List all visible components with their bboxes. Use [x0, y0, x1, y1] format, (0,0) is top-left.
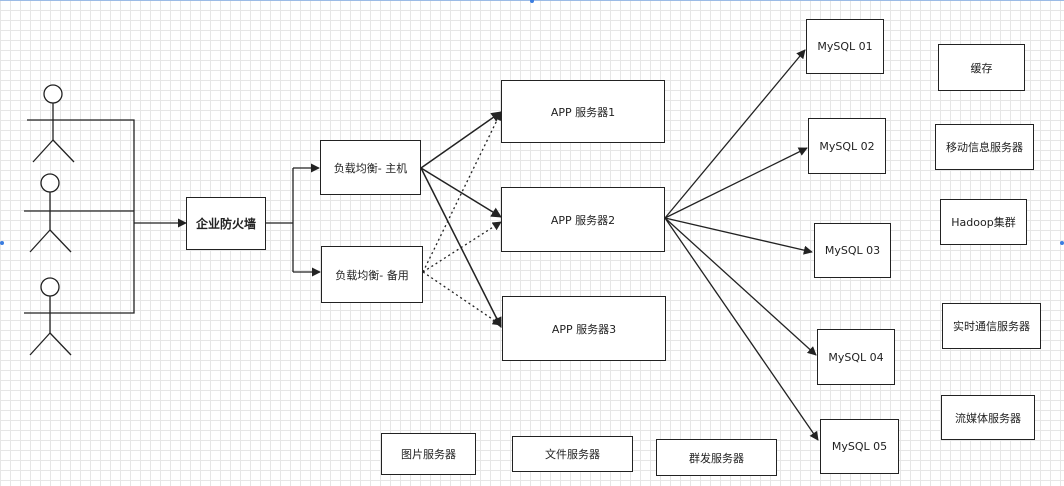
app-server-1-label: APP 服务器1 — [550, 105, 616, 119]
user-actor-2[interactable] — [24, 173, 76, 253]
file-server-label: 文件服务器 — [545, 448, 600, 461]
lb-backup-label: 负载均衡- 备用 — [335, 268, 409, 282]
lb-master-label: 负载均衡- 主机 — [333, 161, 408, 175]
resize-handle-top[interactable] — [530, 0, 534, 3]
mass-mail-label: 群发服务器 — [689, 451, 744, 465]
app-server-2[interactable]: APP 服务器2 — [501, 187, 665, 252]
image-server-label: 图片服务器 — [401, 448, 456, 461]
load-balancer-backup[interactable]: 负载均衡- 备用 — [321, 246, 423, 303]
firewall-lb-connectors — [266, 163, 321, 277]
firewall-label: 企业防火墙 — [195, 217, 256, 231]
mysql-04[interactable]: MySQL 04 — [817, 329, 895, 385]
realtime-comm-server[interactable]: 实时通信服务器 — [942, 303, 1041, 349]
resize-handle-right[interactable] — [1060, 241, 1064, 245]
streaming-media-label: 流媒体服务器 — [955, 411, 1021, 425]
mysql-02[interactable]: MySQL 02 — [808, 118, 886, 174]
mysql-03[interactable]: MySQL 03 — [814, 223, 891, 278]
app-server-2-label: APP 服务器2 — [550, 213, 616, 227]
mysql-01-label: MySQL 01 — [817, 40, 873, 53]
mysql-03-label: MySQL 03 — [824, 244, 881, 257]
app-server-3[interactable]: APP 服务器3 — [502, 296, 666, 361]
app-mysql-connectors — [664, 49, 819, 441]
cache-node[interactable]: 缓存 — [938, 44, 1025, 91]
actor-firewall-connectors — [76, 119, 187, 314]
app-server-3-label: APP 服务器3 — [551, 322, 617, 336]
load-balancer-master[interactable]: 负载均衡- 主机 — [320, 140, 421, 195]
mysql-04-label: MySQL 04 — [828, 350, 884, 364]
user-actor-3[interactable] — [24, 277, 76, 356]
user-actor-1[interactable] — [27, 84, 79, 163]
file-server[interactable]: 文件服务器 — [512, 436, 633, 472]
firewall-node[interactable]: 企业防火墙 — [186, 197, 266, 250]
resize-handle-left[interactable] — [0, 241, 4, 245]
mobile-info-label: 移动信息服务器 — [946, 141, 1023, 154]
mass-mail-server[interactable]: 群发服务器 — [656, 439, 777, 476]
lb-master-app-connectors — [420, 111, 502, 328]
mysql-05[interactable]: MySQL 05 — [820, 419, 899, 474]
hadoop-label: Hadoop集群 — [951, 216, 1016, 229]
realtime-comm-label: 实时通信服务器 — [953, 320, 1030, 333]
mysql-01[interactable]: MySQL 01 — [806, 19, 884, 74]
mysql-05-label: MySQL 05 — [831, 440, 888, 453]
image-server[interactable]: 图片服务器 — [381, 433, 476, 475]
cache-label: 缓存 — [970, 61, 993, 75]
app-server-1[interactable]: APP 服务器1 — [501, 80, 665, 143]
mobile-info-server[interactable]: 移动信息服务器 — [935, 124, 1034, 170]
mysql-02-label: MySQL 02 — [819, 139, 875, 153]
streaming-media-server[interactable]: 流媒体服务器 — [941, 395, 1035, 440]
hadoop-cluster[interactable]: Hadoop集群 — [940, 199, 1027, 245]
lb-backup-app-connectors — [422, 111, 502, 326]
